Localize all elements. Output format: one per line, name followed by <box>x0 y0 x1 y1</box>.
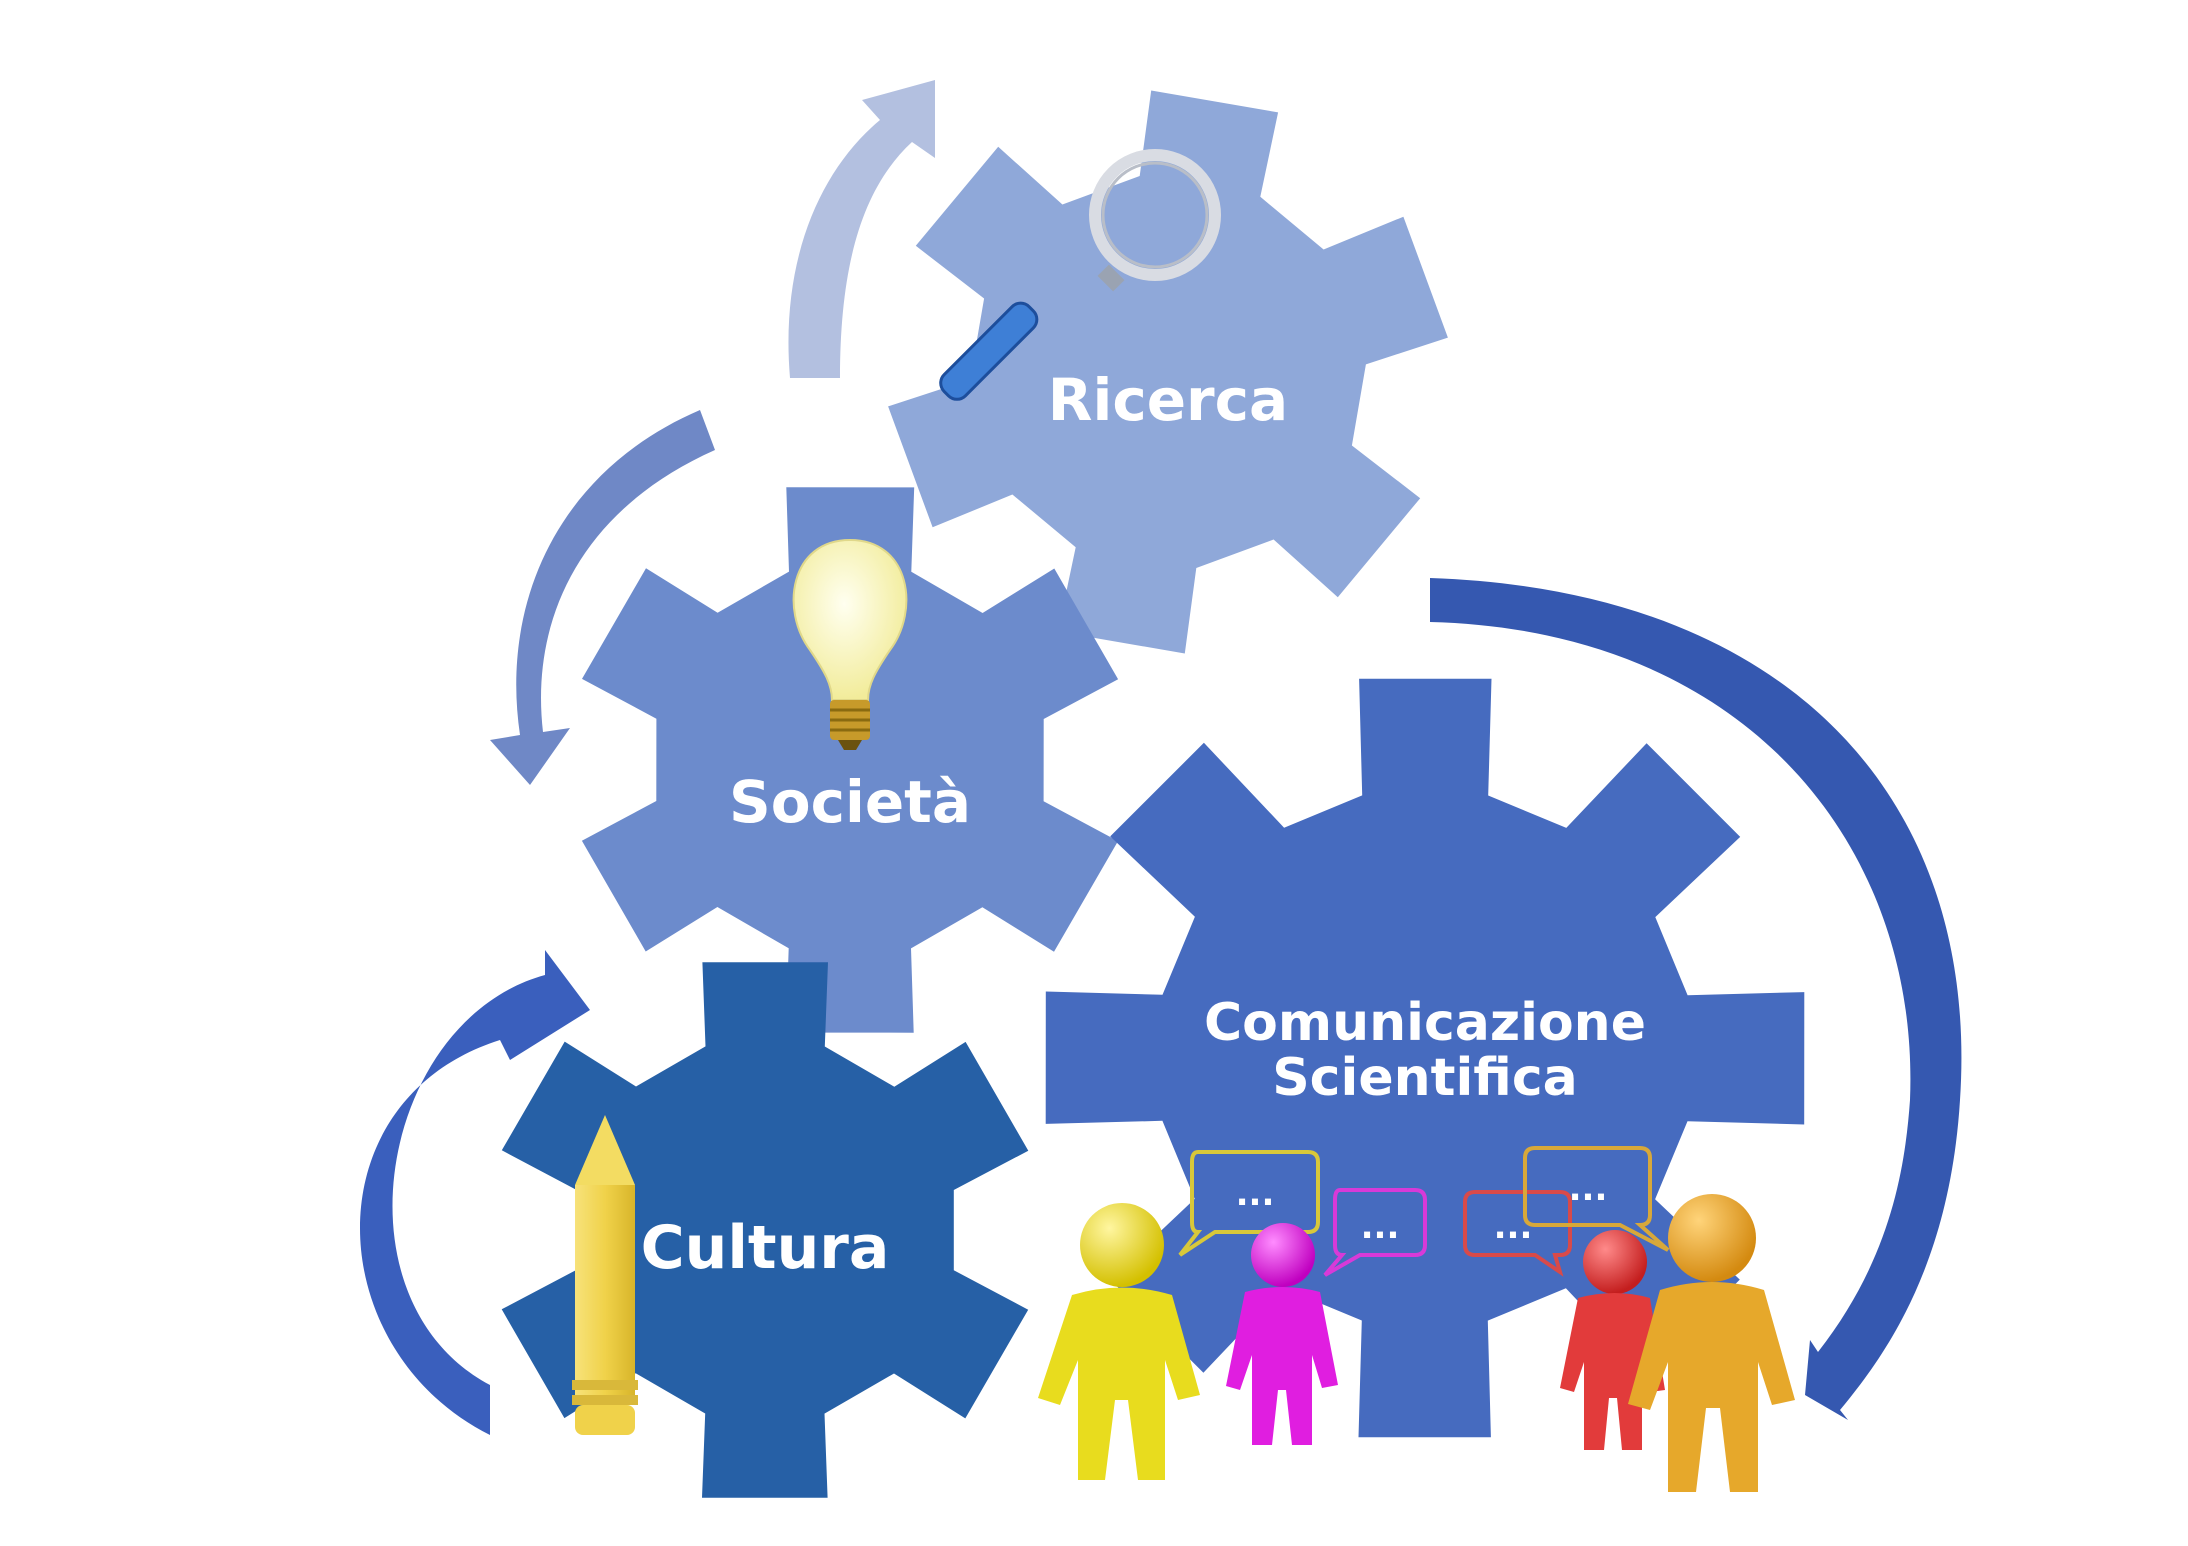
speech-bubbles: ... ... ... ... <box>1178 1146 1670 1277</box>
cycle-arrow-societa <box>490 410 715 785</box>
speech-bubble: ... <box>1523 1146 1670 1252</box>
gear-societa <box>581 487 1119 1033</box>
gear-label-societa: Società <box>729 768 971 836</box>
pencil-icon <box>572 1115 638 1435</box>
speech-bubble-text: ... <box>1236 1174 1275 1214</box>
gear-label-comunicazione-line1: Comunicazione <box>1204 993 1646 1053</box>
person-magenta <box>1226 1223 1338 1445</box>
people-talking-icon <box>1038 1194 1795 1492</box>
gear-label-comunicazione-line2: Scientifica <box>1272 1048 1578 1108</box>
gear-label-cultura: Cultura <box>641 1213 890 1283</box>
speech-bubble-text: ... <box>1361 1207 1400 1247</box>
gear-label-ricerca: Ricerca <box>1048 366 1288 434</box>
light-bulb-icon <box>792 538 908 750</box>
speech-bubble: ... <box>1323 1188 1427 1277</box>
gear-ricerca <box>888 90 1448 654</box>
person-yellow <box>1038 1203 1200 1480</box>
cycle-arrow-ricerca <box>788 80 935 378</box>
arrows-layer <box>360 80 1962 1435</box>
person-red <box>1560 1230 1665 1450</box>
speech-bubble: ... <box>1178 1150 1320 1257</box>
person-orange <box>1628 1194 1795 1492</box>
magnifying-glass-icon <box>939 149 1221 401</box>
cycle-arrow-cultura <box>360 950 590 1435</box>
speech-bubble-text: ... <box>1569 1169 1608 1209</box>
cycle-arrow-comunicazione <box>1430 578 1962 1420</box>
